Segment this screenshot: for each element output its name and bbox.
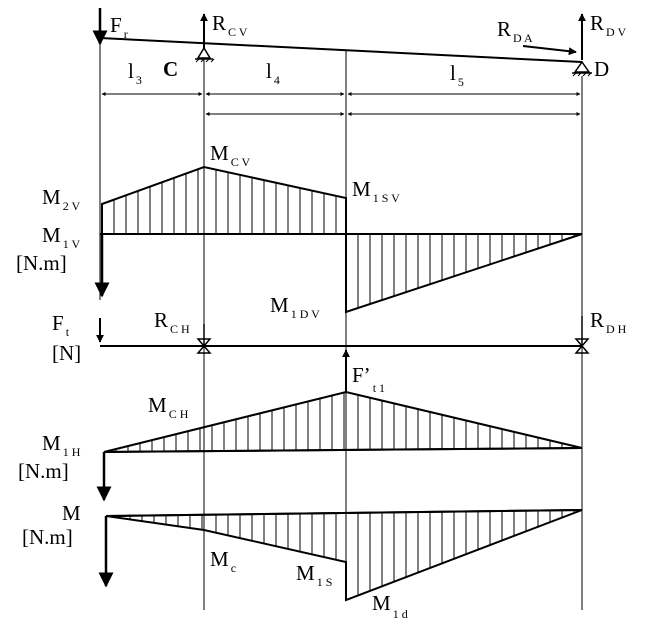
label-unit-n: [N]: [52, 341, 81, 365]
label-unit-nm-2: [N.m]: [18, 459, 69, 483]
support-d-icon: [572, 60, 592, 77]
support-c-horizontal-icon: [196, 338, 212, 354]
label-point-d: D: [594, 57, 609, 81]
support-c-icon: [195, 46, 215, 63]
hatching-vertical-moment: [113, 169, 575, 309]
label-unit-nm-1: [N.m]: [16, 251, 67, 275]
moment-area-resultant: [105, 509, 583, 602]
label-unit-nm-3: [N.m]: [22, 525, 73, 549]
hatching-horizontal-moment: [115, 392, 575, 452]
label-m: M: [62, 501, 81, 525]
support-d-horizontal-icon: [574, 338, 590, 354]
shaft-line-vertical-plane: [99, 37, 583, 63]
reaction-rda-arrow: [522, 45, 577, 56]
hatching-resultant-moment: [117, 510, 575, 596]
label-point-c: C: [163, 57, 178, 81]
label-ft1: F’t 1: [352, 363, 385, 395]
moment-area-negative-vertical: [345, 233, 583, 314]
moment-area-positive-vertical: [101, 165, 347, 235]
